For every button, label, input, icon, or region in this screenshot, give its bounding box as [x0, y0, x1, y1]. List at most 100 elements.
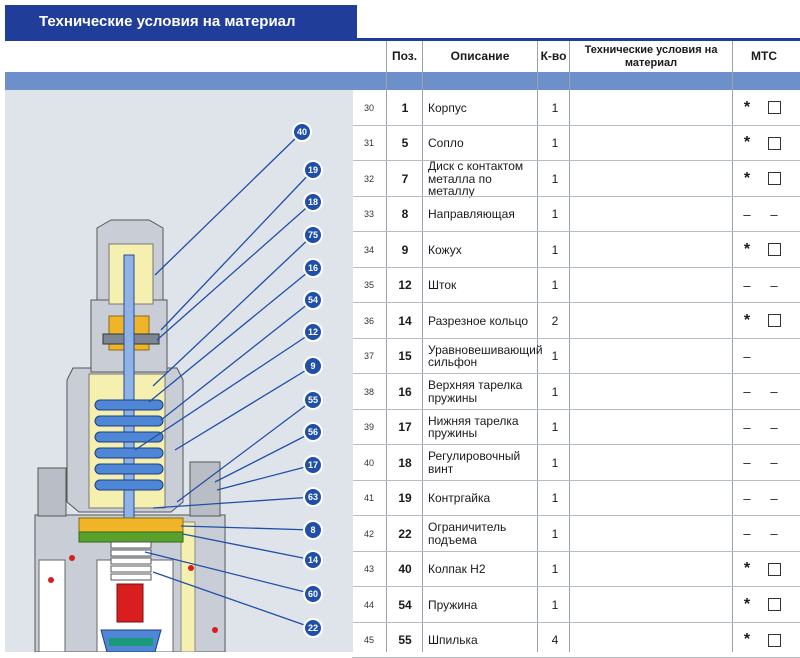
row-index: 45 — [352, 623, 386, 658]
mtc-dash: – — [736, 268, 758, 304]
mtc-required-mark: * — [736, 126, 758, 162]
row-index: 33 — [352, 197, 386, 233]
mtc-checkbox[interactable] — [762, 126, 786, 162]
row-index: 40 — [352, 445, 386, 481]
part-quantity: 1 — [540, 481, 570, 517]
row-index: 31 — [352, 126, 386, 162]
position-number: 55 — [389, 623, 421, 658]
part-quantity: 1 — [540, 197, 570, 233]
part-quantity: 1 — [540, 410, 570, 446]
mtc-checkbox[interactable] — [762, 161, 786, 197]
part-quantity: 1 — [540, 445, 570, 481]
part-quantity: 1 — [540, 90, 570, 126]
row-index: 44 — [352, 587, 386, 623]
part-quantity: 1 — [540, 232, 570, 268]
row-index: 37 — [352, 339, 386, 375]
part-quantity: 1 — [540, 339, 570, 375]
callout-9: 9 — [303, 356, 323, 376]
mtc-dash: – — [762, 410, 786, 446]
position-number: 14 — [389, 303, 421, 339]
body-cavity-left — [39, 560, 65, 652]
mtc-dash: – — [736, 374, 758, 410]
mtc-required-mark: * — [736, 587, 758, 623]
row-index: 35 — [352, 268, 386, 304]
part-description: Направляющая — [428, 197, 540, 233]
mtc-dash: – — [736, 481, 758, 517]
checkbox-box[interactable] — [768, 243, 781, 256]
part-quantity: 1 — [540, 516, 570, 552]
mtc-checkbox[interactable] — [762, 552, 786, 588]
checkbox-box[interactable] — [768, 101, 781, 114]
part-quantity: 1 — [540, 161, 570, 197]
mtc-checkbox[interactable] — [762, 303, 786, 339]
part-quantity: 1 — [540, 587, 570, 623]
mtc-dash: – — [762, 374, 786, 410]
guide — [79, 532, 183, 542]
row-index: 41 — [352, 481, 386, 517]
checkbox-box[interactable] — [768, 314, 781, 327]
position-number: 15 — [389, 339, 421, 375]
position-number: 17 — [389, 410, 421, 446]
checkbox-box[interactable] — [768, 563, 781, 576]
mtc-required-mark: * — [736, 232, 758, 268]
checkbox-box[interactable] — [768, 598, 781, 611]
part-description: Колпак H2 — [428, 552, 540, 588]
position-number: 8 — [389, 197, 421, 233]
nozzle-seat — [109, 638, 153, 646]
part-description: Верхняя тарелка пружины — [428, 374, 540, 410]
row-index: 43 — [352, 552, 386, 588]
callout-54: 54 — [303, 290, 323, 310]
position-number: 1 — [389, 90, 421, 126]
callout-16: 16 — [303, 258, 323, 278]
mtc-checkbox[interactable] — [762, 232, 786, 268]
row-index: 34 — [352, 232, 386, 268]
part-description: Регулировочный винт — [428, 445, 540, 481]
checkbox-box[interactable] — [768, 634, 781, 647]
mtc-checkbox[interactable] — [762, 623, 786, 658]
mtc-dash: – — [762, 445, 786, 481]
position-number: 18 — [389, 445, 421, 481]
checkbox-box[interactable] — [768, 137, 781, 150]
row-index: 36 — [352, 303, 386, 339]
mtc-required-mark: * — [736, 552, 758, 588]
part-description: Нижняя тарелка пружины — [428, 410, 540, 446]
part-description: Контргайка — [428, 481, 540, 517]
row-index: 38 — [352, 374, 386, 410]
part-description: Диск с контактом металла по металлу — [428, 161, 540, 197]
mtc-dash: – — [762, 268, 786, 304]
mtc-required-mark: * — [736, 303, 758, 339]
part-description: Шток — [428, 268, 540, 304]
header-pos: Поз. — [387, 41, 422, 72]
row-index: 30 — [352, 90, 386, 126]
position-number: 16 — [389, 374, 421, 410]
lower-spring-plate — [79, 518, 183, 532]
mtc-dash: – — [736, 339, 758, 375]
callout-18: 18 — [303, 192, 323, 212]
position-number: 19 — [389, 481, 421, 517]
position-number: 22 — [389, 516, 421, 552]
mtc-dash: – — [762, 516, 786, 552]
header-qty: К-во — [538, 41, 569, 72]
part-description: Разрезное кольцо — [428, 303, 540, 339]
mtc-dash: – — [736, 410, 758, 446]
callout-22: 22 — [303, 618, 323, 638]
mtc-required-mark: * — [736, 90, 758, 126]
mtc-dash: – — [736, 445, 758, 481]
mtc-checkbox[interactable] — [762, 587, 786, 623]
checkbox-box[interactable] — [768, 172, 781, 185]
mtc-checkbox[interactable] — [762, 90, 786, 126]
mtc-dash: – — [736, 197, 758, 233]
callout-12: 12 — [303, 322, 323, 342]
callout-75: 75 — [303, 225, 323, 245]
